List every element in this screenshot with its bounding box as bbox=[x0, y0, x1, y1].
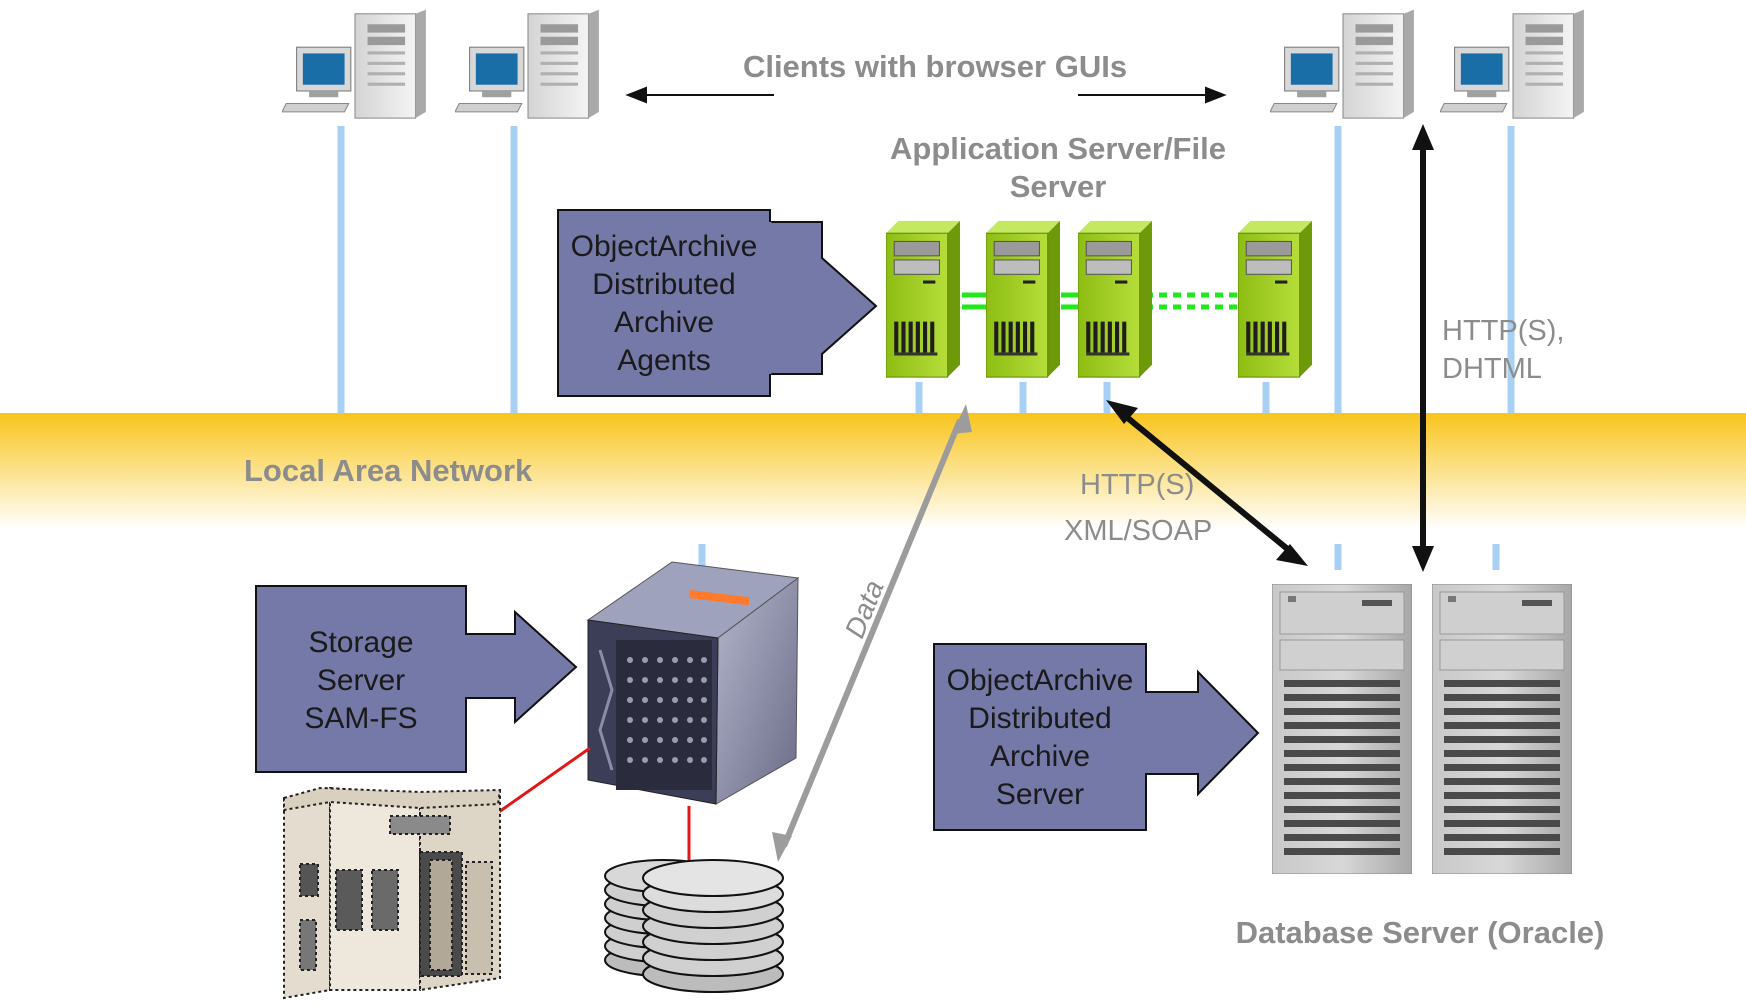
http-soap-label-line2: XML/SOAP bbox=[1064, 515, 1213, 547]
app-server-icon bbox=[1238, 220, 1312, 378]
app-server-icon bbox=[1078, 220, 1152, 378]
network-drop-lines bbox=[337, 126, 1515, 584]
callout-storage-line: Server bbox=[316, 664, 406, 697]
lan-label: Local Area Network bbox=[244, 453, 533, 488]
client-pc-icon bbox=[1270, 9, 1415, 119]
clients-label: Clients with browser GUIs bbox=[742, 49, 1128, 84]
http-dhtml-label-line2: DHTML bbox=[1442, 353, 1542, 385]
client-pc-icon bbox=[1440, 9, 1585, 119]
callout-agents-line: Agents bbox=[617, 344, 711, 377]
server-links bbox=[962, 292, 1240, 310]
callout-storage-shape bbox=[255, 585, 578, 773]
app-server-label-line1: Application Server/File bbox=[890, 131, 1226, 166]
callout-agents-line: Distributed bbox=[592, 268, 736, 301]
lan-band bbox=[0, 413, 1746, 529]
callout-agents-line: Archive bbox=[613, 306, 715, 339]
callout-agents-shape bbox=[557, 209, 878, 397]
dhtml-arrow bbox=[1412, 124, 1434, 572]
data-arrow bbox=[772, 404, 972, 862]
callout-agents-text: ObjectArchive Distributed Archive Agents bbox=[558, 228, 770, 380]
soap-arrow bbox=[1106, 400, 1308, 566]
db-server-label: Database Server (Oracle) bbox=[1235, 915, 1605, 950]
app-server-label-line2: Server bbox=[1009, 169, 1107, 204]
tape-library-icon bbox=[283, 786, 502, 1000]
db-server-icon bbox=[1432, 584, 1572, 874]
callout-archive-server-text: ObjectArchive Distributed Archive Server bbox=[934, 662, 1146, 814]
callout-archive-server-line: ObjectArchive bbox=[946, 664, 1134, 697]
callout-storage-line: SAM-FS bbox=[304, 702, 418, 735]
clients-arrows bbox=[625, 86, 1227, 104]
http-dhtml-label-line1: HTTP(S), bbox=[1442, 315, 1565, 347]
callout-archive-server-shape bbox=[933, 643, 1260, 831]
callout-archive-server-line: Archive bbox=[989, 740, 1091, 773]
callout-storage-line: Storage bbox=[308, 626, 414, 659]
app-server-icon bbox=[986, 220, 1060, 378]
app-server-icon bbox=[886, 220, 960, 378]
fc-links bbox=[495, 746, 691, 866]
client-pc-icon bbox=[455, 9, 600, 119]
callout-archive-server-line: Server bbox=[995, 778, 1085, 811]
http-soap-label-line1: HTTP(S) bbox=[1080, 469, 1195, 501]
disk-stack-icon bbox=[604, 859, 784, 993]
callout-archive-server-line: Distributed bbox=[968, 702, 1112, 735]
callout-storage-text: Storage Server SAM-FS bbox=[256, 624, 466, 738]
client-pc-icon bbox=[282, 9, 427, 119]
db-server-icon bbox=[1272, 584, 1412, 874]
callout-agents-line: ObjectArchive bbox=[570, 230, 758, 263]
storage-server-icon bbox=[586, 561, 800, 805]
